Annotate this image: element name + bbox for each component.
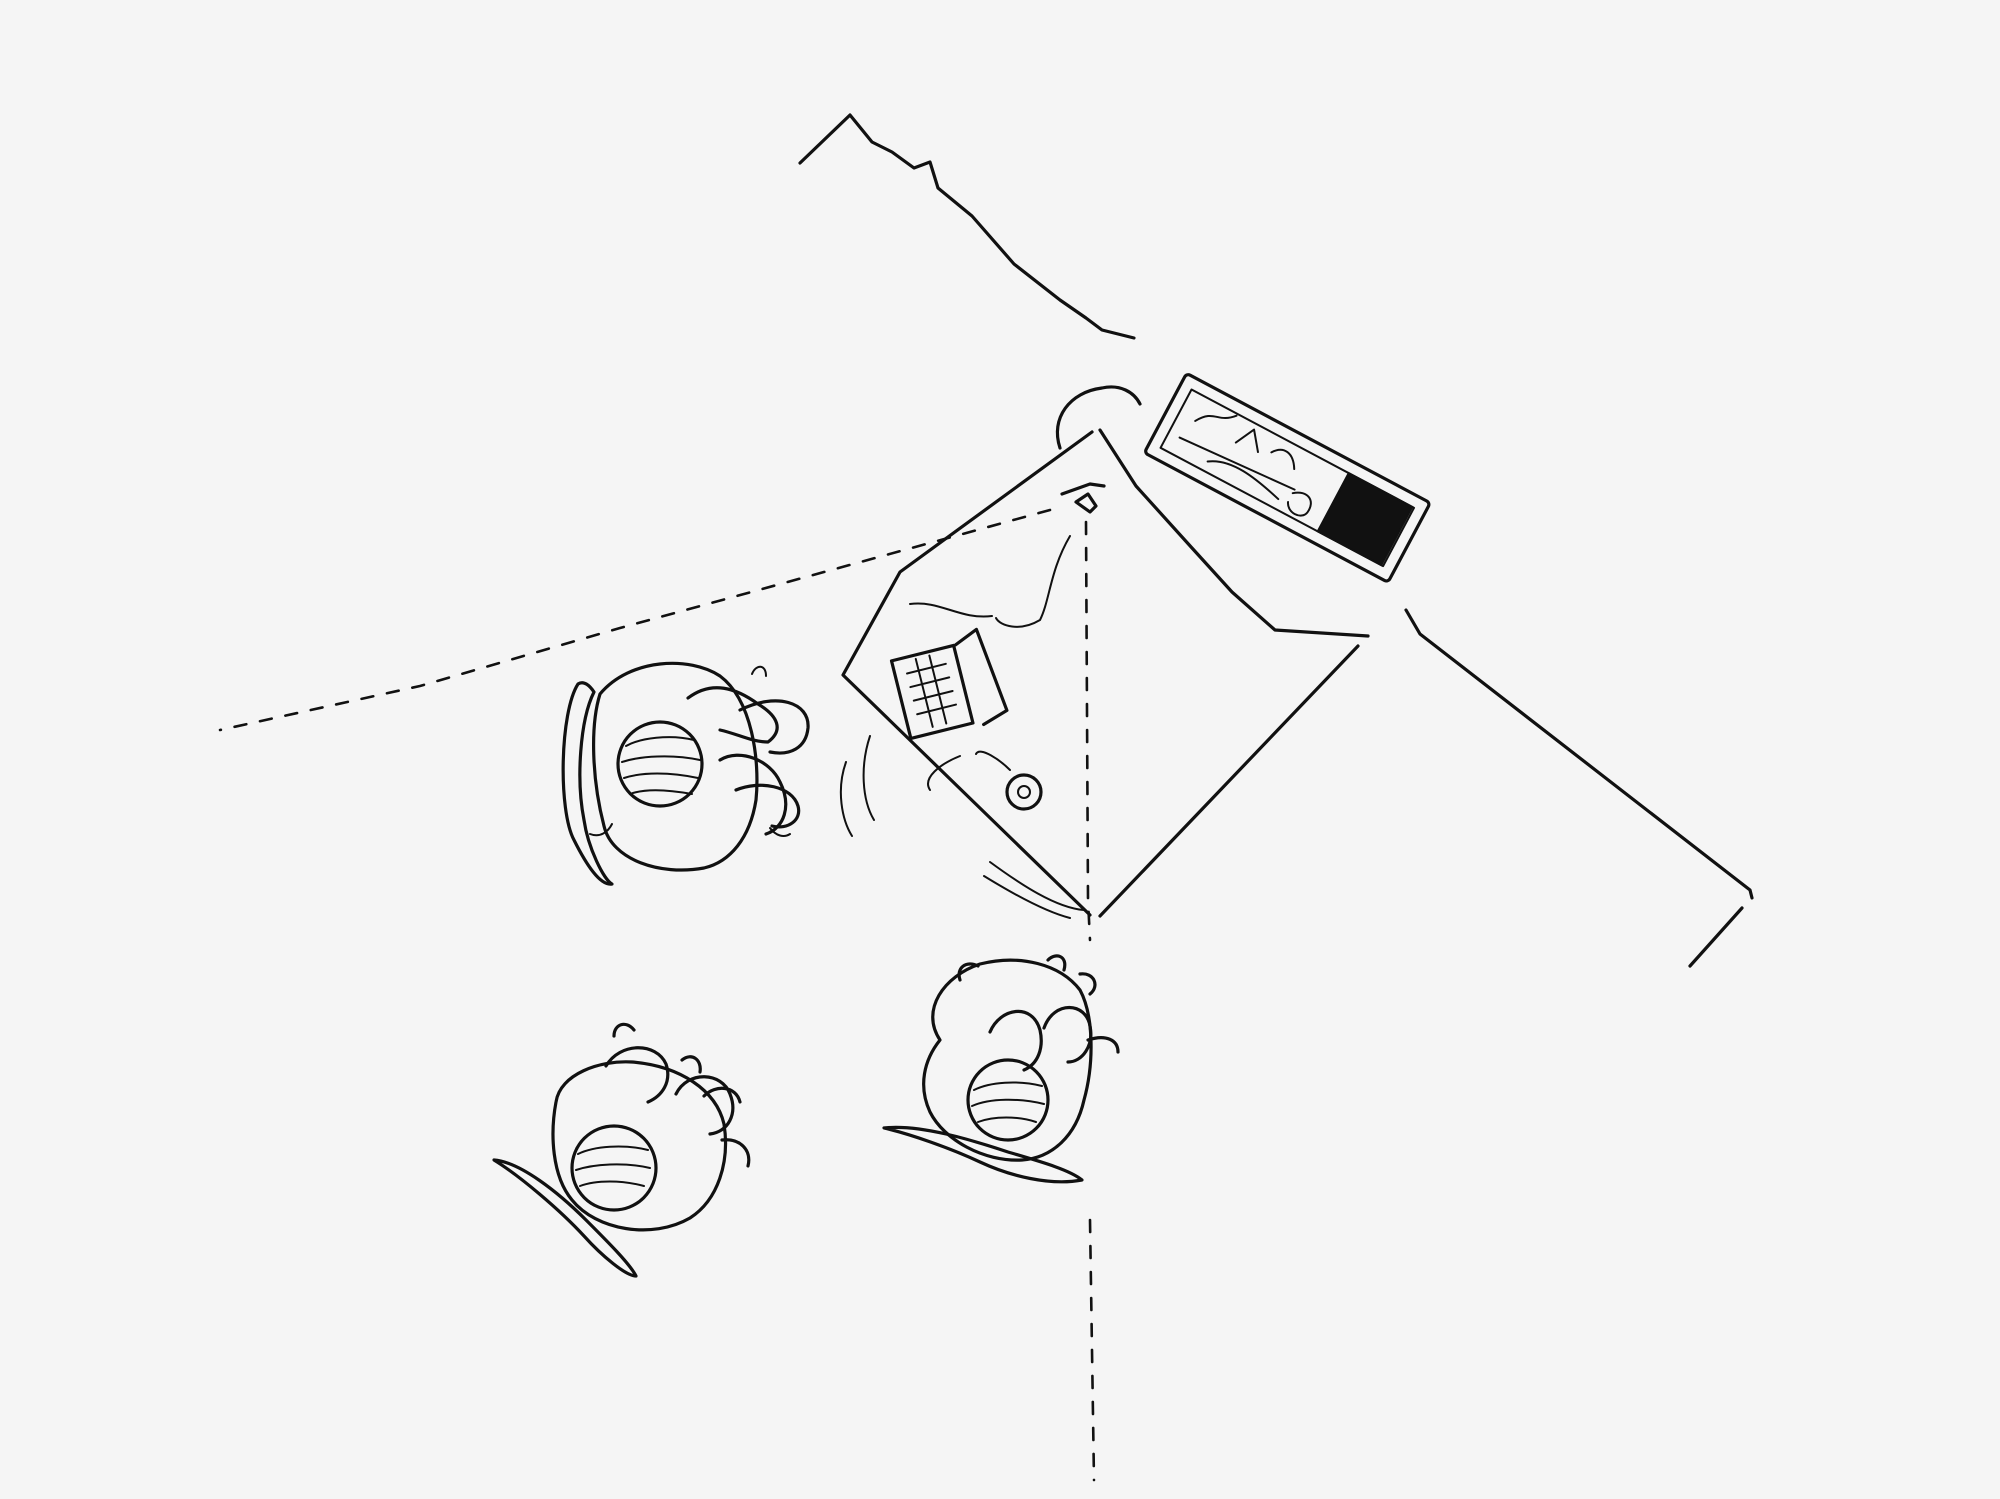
projector-icon <box>1060 482 1106 514</box>
divider-lower <box>1088 1218 1096 1482</box>
person-with-chair-icon <box>882 954 1120 1184</box>
person-with-chair-icon <box>561 661 810 886</box>
room-left-edge <box>841 430 1094 917</box>
cushion <box>1055 385 1142 450</box>
beam-left <box>218 508 1052 732</box>
laptop-icon <box>889 627 1009 741</box>
tv-screen-icon <box>1144 373 1431 583</box>
right-wall <box>1404 608 1754 968</box>
sound-arcs <box>839 735 1085 919</box>
speaker-icon <box>927 750 1043 811</box>
mountain-ridge-icon <box>798 113 1136 340</box>
room-outline <box>1098 428 1370 638</box>
room-lower-edge <box>1098 644 1360 918</box>
person-with-chair-icon <box>492 1022 751 1278</box>
cable <box>909 535 1071 628</box>
